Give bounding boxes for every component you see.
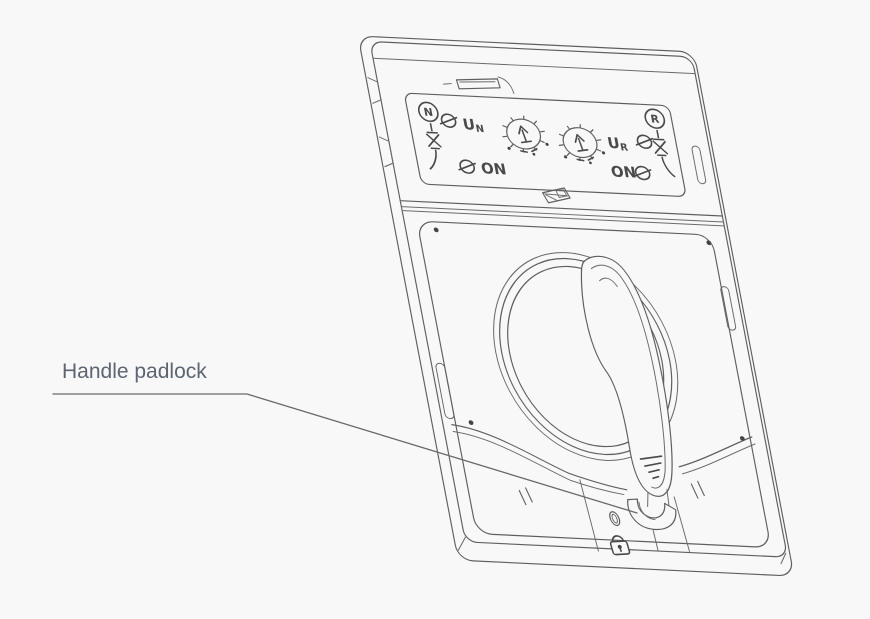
source-n-circle-icon [417, 101, 439, 123]
source-r-indicator: R [644, 108, 676, 178]
disconnect-symbol-left-icon [425, 122, 442, 170]
source-r-letter: R [649, 113, 660, 126]
handle-padlock-label: Handle padlock [62, 360, 207, 383]
molding-curves [451, 424, 756, 496]
right-slot-lower [720, 286, 737, 331]
on-label-left: ON [479, 159, 507, 178]
source-n-indicator: N [417, 101, 442, 170]
handle-grip-marks-icon [639, 455, 663, 480]
indicator-lamp-on-left-icon [458, 159, 476, 174]
indicator-lamp-un-icon [439, 113, 458, 128]
dial-label-un: UN [461, 115, 485, 135]
on-label-right: ON [609, 163, 637, 182]
dial-label-ur: UR [606, 134, 630, 154]
screw-dot [706, 240, 712, 246]
dash-marks-right [690, 480, 705, 499]
dash-marks-left [518, 487, 533, 506]
indicator-lamp-on-right-icon [633, 165, 652, 181]
disconnect-symbol-right-icon [652, 129, 676, 178]
handle-shaft [647, 489, 670, 507]
bottom-seam-lines [579, 479, 691, 553]
switch-handle [580, 255, 673, 507]
label-plate [404, 92, 686, 197]
side-clip-tabs [367, 77, 394, 168]
panel-divider-seam [399, 200, 724, 227]
corner-seams [457, 536, 787, 565]
padlock-icon [609, 535, 631, 556]
voltage-dial-ur [558, 124, 606, 165]
top-pull-slot [443, 76, 515, 94]
panel-outer-shell [359, 36, 793, 577]
source-r-circle-icon [644, 108, 666, 129]
indicator-lamp-ur-icon [635, 134, 654, 150]
screw-dot [433, 227, 439, 233]
brand-logo [542, 187, 571, 204]
handle-recess [493, 252, 679, 461]
voltage-dial-un [502, 115, 549, 156]
dial-pointer-icon [518, 125, 532, 144]
dial-pointer-icon [574, 133, 589, 152]
device-panel: N R UN [359, 36, 793, 577]
padlock-hasp [627, 498, 677, 551]
leader-line [52, 393, 638, 514]
screw-dot [468, 420, 474, 425]
screw-dot [739, 436, 745, 441]
source-n-letter: N [423, 106, 435, 119]
top-bezel-step [372, 57, 696, 75]
right-slot-upper [691, 145, 707, 185]
hasp-eyelet-hole [609, 511, 621, 527]
left-slot [435, 362, 455, 420]
